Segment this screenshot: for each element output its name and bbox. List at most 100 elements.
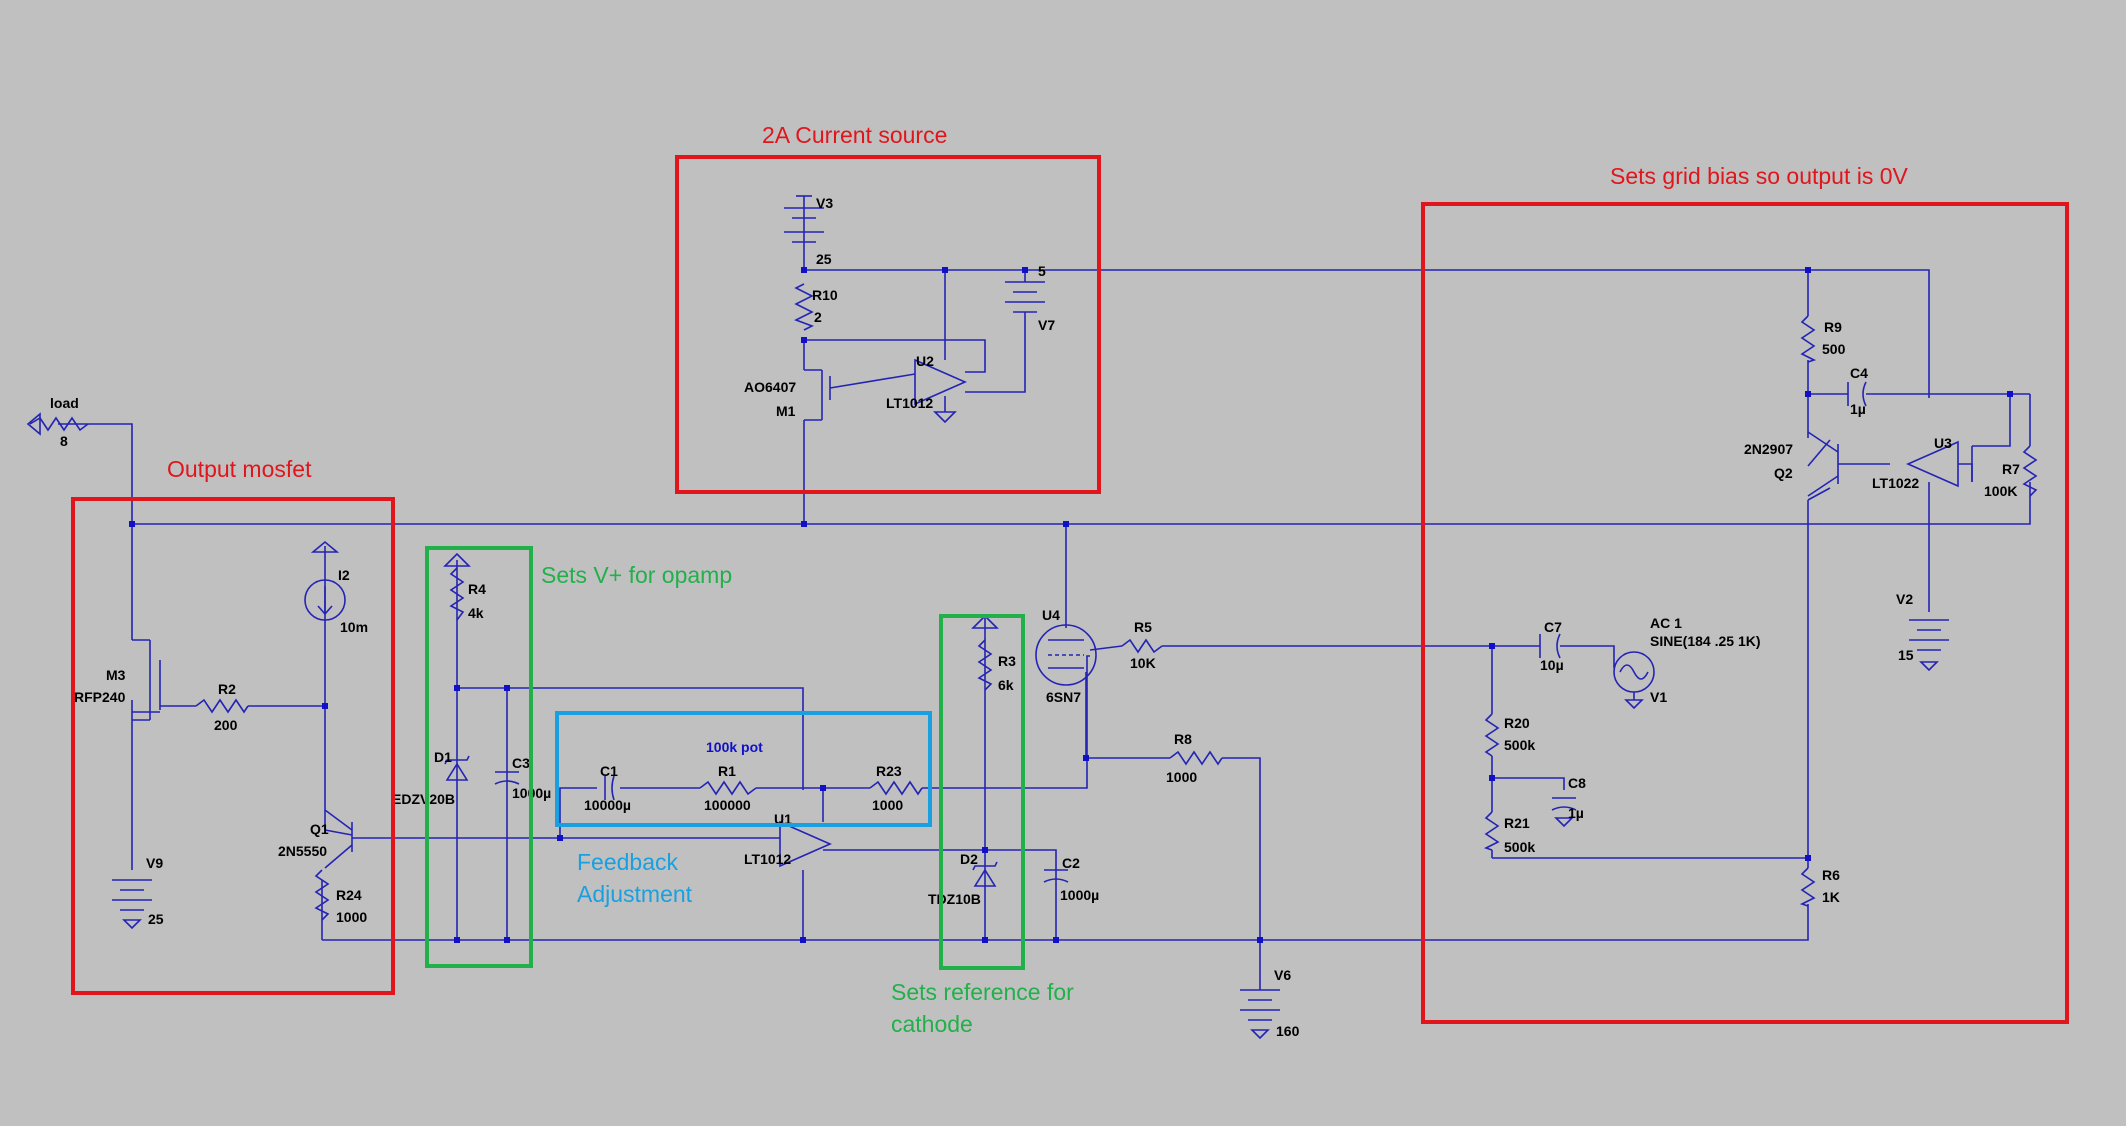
label-R3-name: R3 bbox=[998, 653, 1016, 669]
label-V6-name: V6 bbox=[1274, 967, 1291, 983]
resistor-R20 bbox=[1484, 713, 1500, 757]
junctions bbox=[129, 267, 2013, 943]
box-feedback-pot bbox=[555, 711, 932, 827]
mosfet-M1 bbox=[804, 369, 831, 421]
label-C4-value: 1µ bbox=[1850, 401, 1866, 417]
resistor-R7 bbox=[2022, 445, 2038, 497]
resistor-R1 bbox=[699, 780, 757, 796]
label-U4-name: U4 bbox=[1042, 607, 1060, 623]
label-D2-name: D2 bbox=[960, 851, 978, 867]
label-R5-name: R5 bbox=[1134, 619, 1152, 635]
label-U3-name: U3 bbox=[1934, 435, 1952, 451]
label-V2-name: V2 bbox=[1896, 591, 1913, 607]
transistor-Q2 bbox=[1807, 431, 1839, 497]
label-R2-name: R2 bbox=[218, 681, 236, 697]
battery-V3 bbox=[784, 195, 824, 243]
resistor-R3 bbox=[977, 639, 993, 691]
current-source-I2 bbox=[304, 540, 346, 621]
label-R8-name: R8 bbox=[1174, 731, 1192, 747]
label-R3-value: 6k bbox=[998, 677, 1014, 693]
label-D2-model: TDZ10B bbox=[928, 891, 981, 907]
label-Q2-name: Q2 bbox=[1774, 465, 1793, 481]
opamp-U2 bbox=[914, 358, 967, 406]
battery-V2 bbox=[1909, 619, 1949, 672]
resistor-R8 bbox=[1169, 750, 1223, 766]
label-U2-model: LT1012 bbox=[886, 395, 933, 411]
label-U4-model: 6SN7 bbox=[1046, 689, 1081, 705]
label-V9-name: V9 bbox=[146, 855, 163, 871]
capacitor-C3 bbox=[494, 771, 520, 785]
annotation-feedback-line1: Feedback bbox=[577, 849, 679, 875]
label-R10-name: R10 bbox=[812, 287, 838, 303]
label-Q2-model: 2N2907 bbox=[1744, 441, 1793, 457]
label-D1-name: D1 bbox=[434, 749, 452, 765]
box-current-source bbox=[675, 155, 1101, 494]
label-U1-model: LT1012 bbox=[744, 851, 791, 867]
annotation-cathode-line2: cathode bbox=[891, 1011, 973, 1037]
resistor-R10 bbox=[794, 283, 814, 331]
label-load-name: load bbox=[50, 395, 79, 411]
box-output-mosfet bbox=[71, 497, 395, 995]
label-R4-value: 4k bbox=[468, 605, 484, 621]
label-V7-value: 5 bbox=[1038, 263, 1046, 279]
label-V1-value1: AC 1 bbox=[1650, 615, 1682, 631]
label-C7-name: C7 bbox=[1544, 619, 1562, 635]
components bbox=[26, 195, 2038, 1040]
label-R20-value: 500k bbox=[1504, 737, 1535, 753]
label-R24-value: 1000 bbox=[336, 909, 367, 925]
annotation-cathode-line1: Sets reference for bbox=[891, 979, 1074, 1005]
label-V9-value: 25 bbox=[148, 911, 164, 927]
zener-D1 bbox=[444, 755, 470, 781]
label-R2-value: 200 bbox=[214, 717, 238, 733]
annotation-output-mosfet: Output mosfet bbox=[167, 456, 312, 482]
label-C1-name: C1 bbox=[600, 763, 618, 779]
resistor-R5 bbox=[1121, 638, 1163, 654]
box-cathode-ref bbox=[939, 614, 1025, 970]
resistor-R2 bbox=[195, 698, 249, 714]
tube-U4 bbox=[1035, 624, 1097, 686]
box-vplus bbox=[425, 546, 533, 968]
annotation-text: 2A Current source Sets grid bias so outp… bbox=[167, 122, 1909, 1037]
capacitor-C1 bbox=[604, 775, 615, 801]
label-C2-name: C2 bbox=[1062, 855, 1080, 871]
label-V3-value: 25 bbox=[816, 251, 832, 267]
label-R24-name: R24 bbox=[336, 887, 362, 903]
label-M3-name: M3 bbox=[106, 667, 126, 683]
label-U3-model: LT1022 bbox=[1872, 475, 1919, 491]
resistor-load bbox=[29, 416, 89, 432]
label-C8-name: C8 bbox=[1568, 775, 1586, 791]
label-M3-model: RFP240 bbox=[74, 689, 126, 705]
box-grid-bias bbox=[1421, 202, 2069, 1024]
label-R21-value: 500k bbox=[1504, 839, 1535, 855]
label-D1-model: EDZV20B bbox=[392, 791, 455, 807]
label-V3-name: V3 bbox=[816, 195, 833, 211]
resistor-R23 bbox=[869, 780, 923, 796]
opamp-U1 bbox=[779, 820, 832, 868]
battery-V9 bbox=[112, 879, 152, 930]
ac-source-V1 bbox=[1613, 651, 1655, 710]
battery-V6 bbox=[1240, 940, 1280, 1040]
label-pot: 100k pot bbox=[706, 739, 763, 755]
label-V1-name: V1 bbox=[1650, 689, 1667, 705]
capacitor-C8 bbox=[1551, 797, 1577, 828]
label-Q1-model: 2N5550 bbox=[278, 843, 327, 859]
label-U2-name: U2 bbox=[916, 353, 934, 369]
zener-D2 bbox=[972, 861, 998, 887]
annotation-boxes bbox=[71, 155, 2069, 1024]
label-V7-name: V7 bbox=[1038, 317, 1055, 333]
label-R4-name: R4 bbox=[468, 581, 486, 597]
label-I2-value: 10m bbox=[340, 619, 368, 635]
resistor-R6 bbox=[1799, 867, 1816, 907]
label-V2-value: 15 bbox=[1898, 647, 1914, 663]
label-I2-name: I2 bbox=[338, 567, 350, 583]
label-R9-name: R9 bbox=[1824, 319, 1842, 335]
label-Q1-name: Q1 bbox=[310, 821, 329, 837]
opamp-U3 bbox=[1906, 440, 1959, 488]
component-labels: V3 25 R10 2 5 V7 U2 LT1012 AO6407 M1 loa… bbox=[50, 195, 2020, 1039]
label-load-value: 8 bbox=[60, 433, 68, 449]
label-C3-name: C3 bbox=[512, 755, 530, 771]
annotation-grid-bias: Sets grid bias so output is 0V bbox=[1610, 163, 1909, 189]
label-R1-value: 100000 bbox=[704, 797, 751, 813]
label-R6-name: R6 bbox=[1822, 867, 1840, 883]
